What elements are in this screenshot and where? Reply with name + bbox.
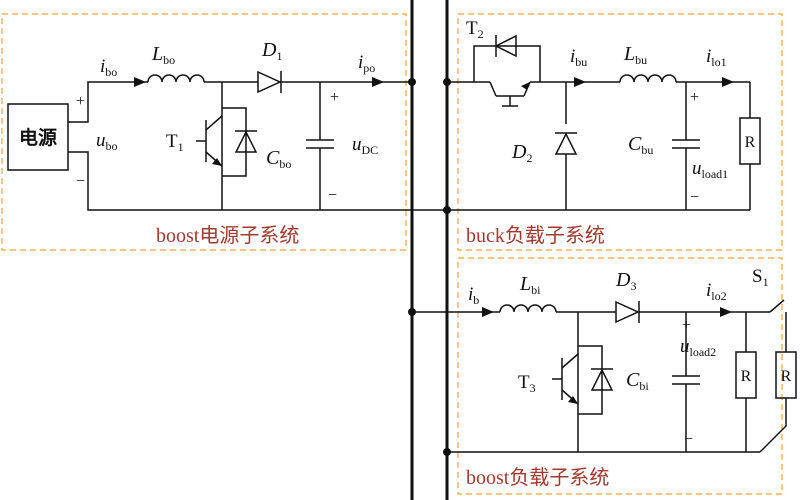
label-i-lo1: ilo1: [706, 46, 727, 69]
power-source-label: 电源: [19, 126, 57, 149]
caption-boost-source: boost电源子系统: [156, 224, 299, 247]
buck-load-circuit: [447, 34, 761, 211]
diode-D1: [257, 70, 282, 94]
polarity-minus-load1: −: [690, 189, 699, 206]
label-T3: T3: [518, 372, 536, 395]
buck-load-box: [457, 13, 783, 251]
polarity-plus-bo: +: [76, 93, 85, 110]
label-C-bi: Cbi: [626, 369, 649, 393]
T3-diode-loop: [578, 345, 603, 415]
T3-collector: [561, 353, 579, 369]
label-L-bi: Lbi: [519, 273, 541, 297]
T3-emitter-arrow: [568, 396, 578, 404]
caption-boost-load: boost负载子系统: [466, 466, 609, 489]
label-i-bo: ibo: [100, 56, 117, 79]
label-u-DC: uDC: [352, 134, 378, 157]
wire-R3-bottom: [759, 398, 787, 453]
wire-bo-top-left: [68, 81, 148, 123]
label-i-po: ipo: [358, 52, 375, 75]
T3-diode: [590, 368, 614, 391]
inductor-L-bu: [619, 74, 677, 83]
polarity-minus-load2: −: [684, 431, 693, 448]
diode-D2: [554, 132, 578, 155]
polarity-plus-dc: +: [330, 89, 339, 106]
inductor-L-bo: [147, 74, 205, 83]
boost-source-box: [1, 13, 407, 251]
label-T1: T1: [166, 131, 184, 154]
diode-D3: [615, 300, 640, 324]
label-i-b: ib: [468, 284, 479, 307]
label-S1: S1: [752, 266, 769, 289]
T2-diode-loop: [473, 45, 541, 82]
label-C-bu: Cbu: [628, 133, 653, 157]
T1-collector: [205, 115, 223, 131]
T1-diode: [234, 130, 258, 153]
label-R2: R: [741, 368, 752, 385]
label-i-lo2: ilo2: [706, 280, 727, 303]
boost-source-circuit: 电源: [7, 70, 447, 211]
label-D2: D2: [511, 141, 532, 165]
polarity-plus-load1: +: [690, 89, 699, 106]
arrow-i-b: [482, 307, 494, 317]
caption-buck-load: buck负载子系统: [466, 224, 605, 247]
junction-top-pos: [408, 78, 416, 86]
arrow-i-bo: [134, 77, 146, 87]
label-T2: T2: [466, 18, 484, 41]
T1-emitter-arrow: [212, 158, 222, 166]
label-u-load2: uload2: [680, 336, 716, 359]
polarity-plus-load2: +: [682, 317, 691, 334]
T2-emitter-arrow: [521, 82, 530, 90]
polarity-minus-dc: −: [328, 187, 337, 204]
label-D3: D3: [615, 269, 636, 293]
label-R3: R: [781, 368, 792, 385]
switch-S1-blade: [769, 299, 785, 313]
arrow-i-po: [372, 77, 384, 87]
label-C-bo: Cbo: [266, 147, 291, 171]
polarity-minus-bo: −: [76, 173, 85, 190]
T2-diode: [494, 34, 517, 58]
label-D1: D1: [261, 39, 282, 63]
inductor-L-bi: [499, 304, 557, 313]
label-L-bo: Lbo: [151, 43, 175, 67]
label-R1: R: [745, 134, 756, 151]
power-source-box: [7, 103, 69, 171]
T1-diode-loop: [222, 107, 247, 177]
wire-bo-bottom: [68, 151, 447, 211]
label-L-bu: Lbu: [623, 43, 647, 67]
arrow-i-bu: [574, 77, 586, 87]
boost-load-circuit: [412, 299, 797, 453]
label-u-bo: ubo: [96, 130, 118, 153]
T2-collector: [489, 81, 497, 97]
arrow-i-lo2: [720, 307, 732, 317]
label-i-bu: ibu: [570, 46, 587, 69]
arrow-i-lo1: [722, 77, 734, 87]
label-u-load1: uload1: [692, 158, 728, 181]
boost-load-box: [457, 257, 783, 495]
